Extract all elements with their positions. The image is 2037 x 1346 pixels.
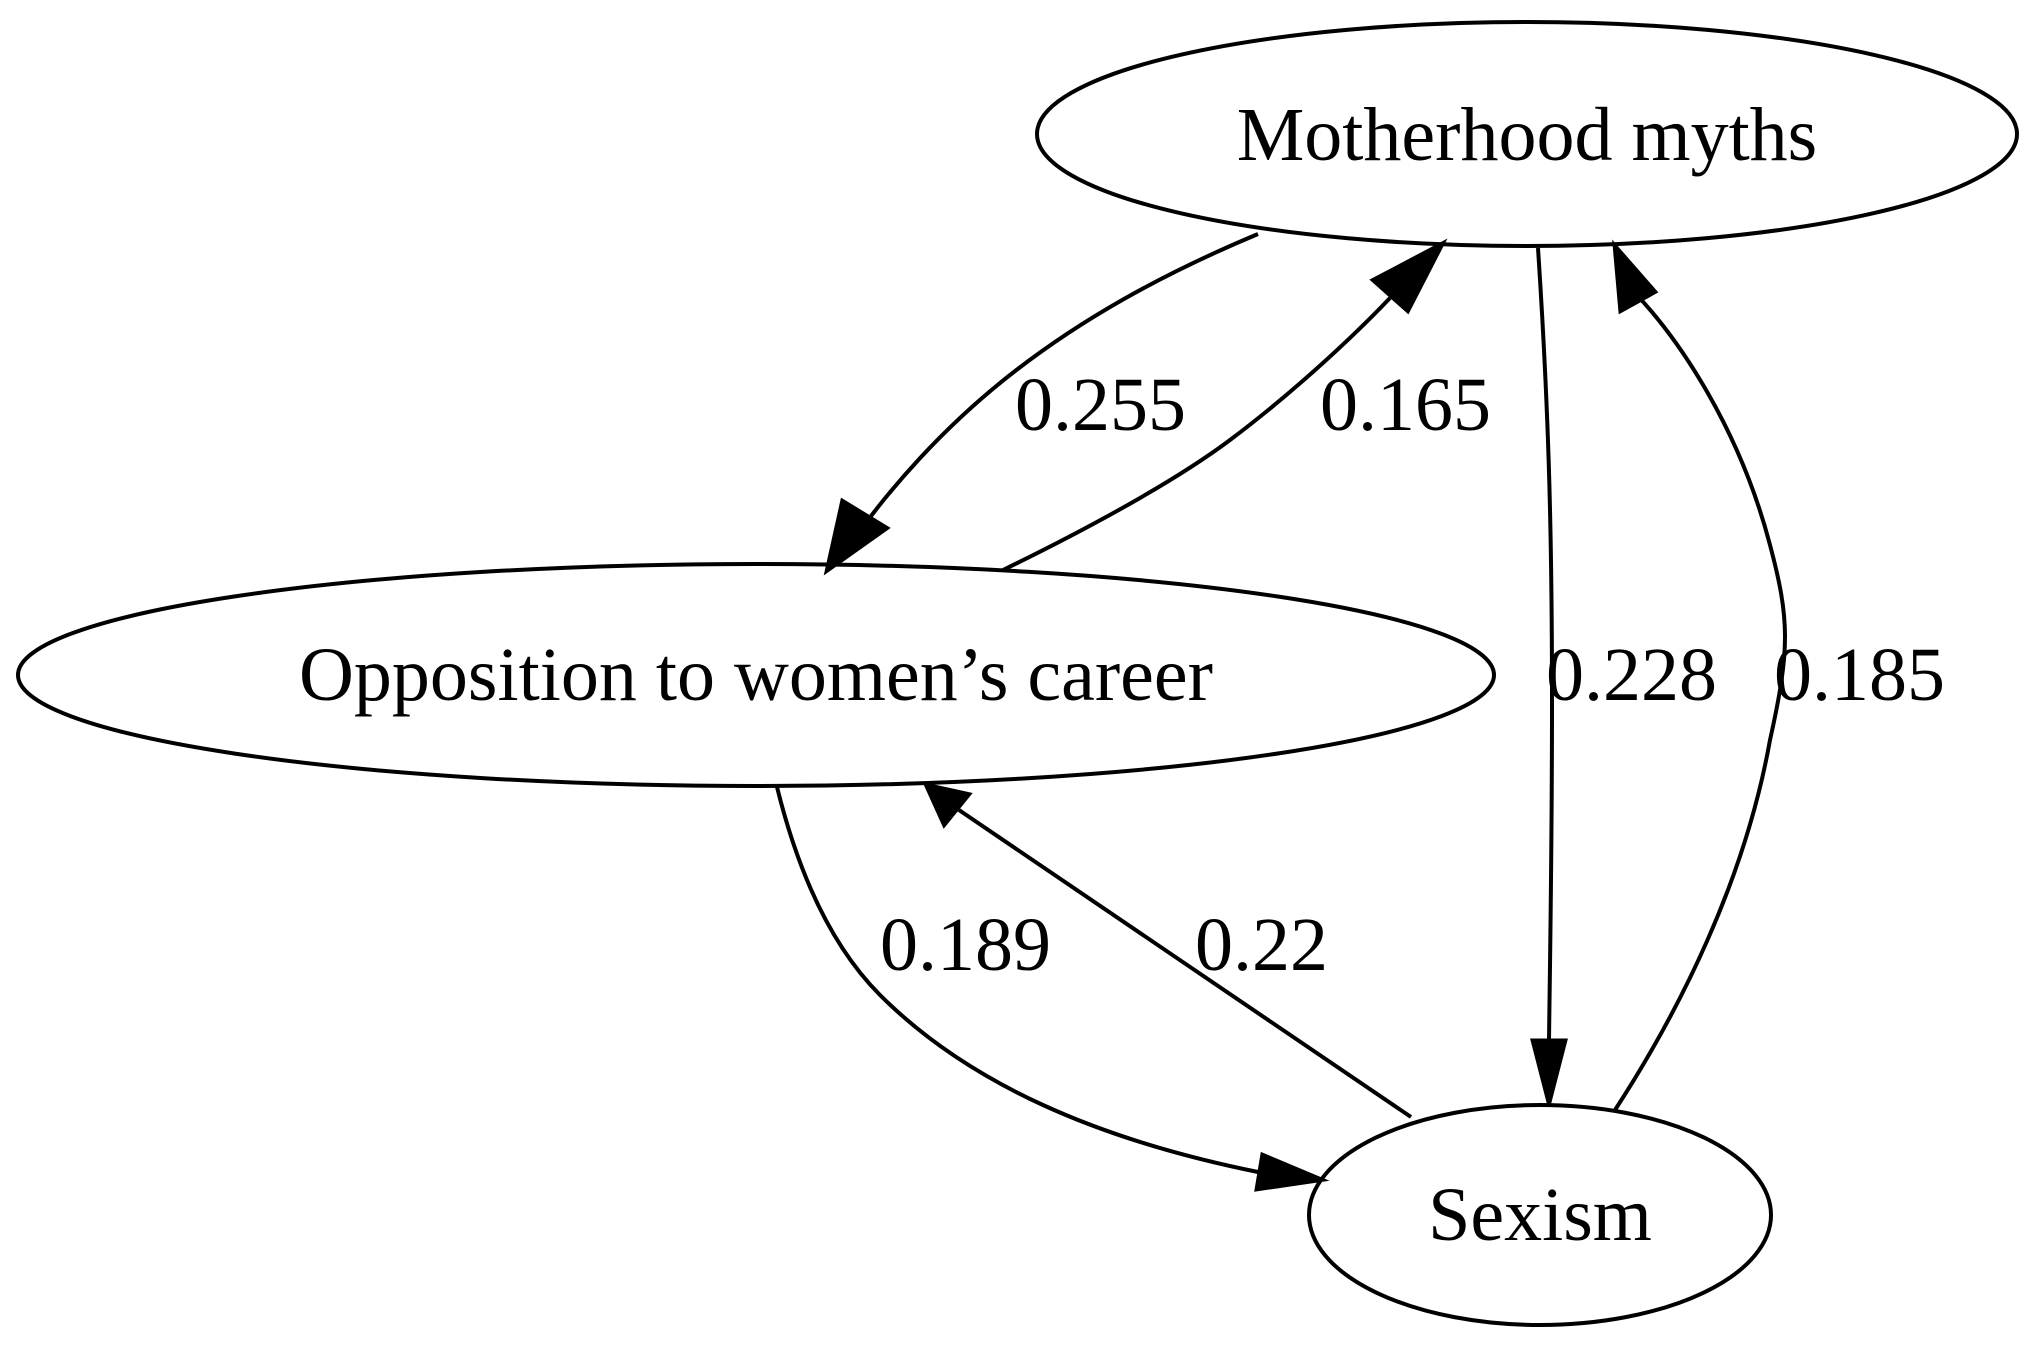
node-motherhood-myths: Motherhood myths bbox=[1035, 20, 2019, 248]
edge-line bbox=[860, 232, 1259, 530]
edge-line bbox=[954, 806, 1413, 1119]
edge-line bbox=[1002, 296, 1392, 572]
arrowhead-icon bbox=[823, 497, 891, 576]
edge-motherhood-to-opposition bbox=[823, 232, 1259, 576]
edge-label-0-228: 0.228 bbox=[1546, 633, 1717, 717]
edge-opposition-to-sexism bbox=[775, 786, 1330, 1192]
edge-line bbox=[1613, 290, 1787, 1112]
arrowhead-icon bbox=[922, 781, 973, 829]
arrowhead-icon bbox=[1530, 1038, 1568, 1107]
edge-opposition-to-motherhood bbox=[1002, 238, 1448, 572]
node-opposition: Opposition to women’s career bbox=[16, 562, 1496, 788]
node-ellipse bbox=[1307, 1103, 1773, 1327]
node-ellipse bbox=[16, 562, 1496, 788]
edge-label-0-185: 0.185 bbox=[1774, 633, 1945, 717]
node-label-sexism: Sexism bbox=[1428, 1173, 1652, 1257]
edge-label-0-189: 0.189 bbox=[880, 903, 1051, 987]
edge-motherhood-to-sexism bbox=[1530, 247, 1568, 1107]
edge-label-0-255: 0.255 bbox=[1015, 363, 1186, 447]
edge-label-0-165: 0.165 bbox=[1320, 363, 1491, 447]
node-label-opposition: Opposition to women’s career bbox=[299, 633, 1213, 717]
edge-line bbox=[1536, 247, 1555, 1041]
node-label-motherhood: Motherhood myths bbox=[1237, 93, 1818, 177]
arrowhead-icon bbox=[1254, 1151, 1330, 1192]
edge-sexism-to-opposition bbox=[922, 781, 1413, 1119]
edge-label-0-22: 0.22 bbox=[1195, 903, 1328, 987]
edge-line bbox=[775, 786, 1259, 1174]
node-ellipse bbox=[1035, 20, 2019, 248]
edge-sexism-to-motherhood bbox=[1612, 239, 1787, 1112]
arrowhead-icon bbox=[1369, 238, 1448, 315]
arrowhead-icon bbox=[1612, 239, 1659, 315]
node-sexism: Sexism bbox=[1307, 1103, 1773, 1327]
